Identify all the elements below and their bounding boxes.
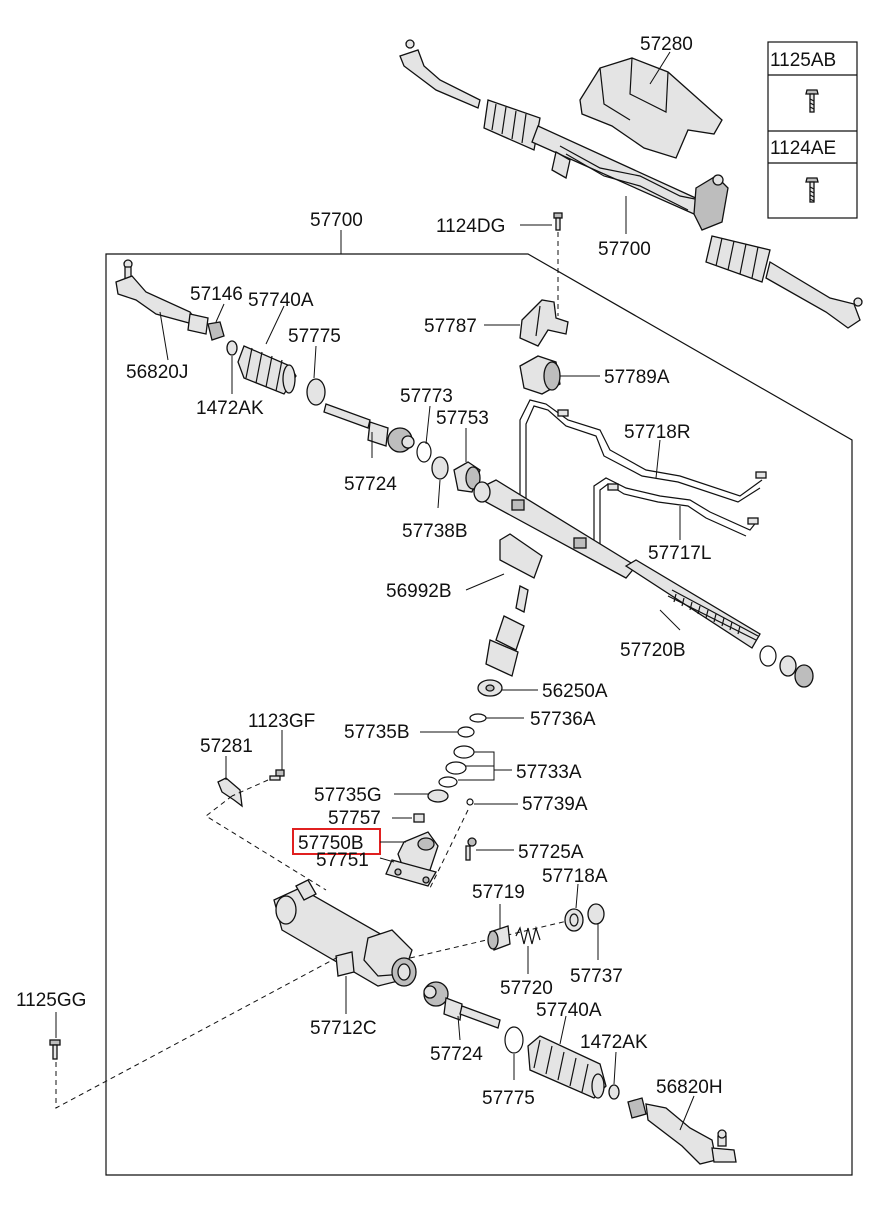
label-57735G: 57735G xyxy=(314,785,382,806)
label-57775-top: 57775 xyxy=(288,326,341,347)
bolt-57725A xyxy=(465,837,477,861)
seal-57737 xyxy=(587,903,605,925)
label-57712C: 57712C xyxy=(310,1018,377,1039)
heat-shield xyxy=(579,57,723,159)
hydraulic-lines xyxy=(519,399,767,550)
label-56250A: 56250A xyxy=(542,681,608,702)
label-1472AK-bottom: 1472AK xyxy=(580,1032,648,1053)
tie-rod-end-56820J xyxy=(115,259,209,335)
label-57717L: 57717L xyxy=(648,543,711,564)
ring-57775-top xyxy=(306,378,326,406)
label-57724-top: 57724 xyxy=(344,474,397,495)
label-57718A: 57718A xyxy=(542,866,608,887)
fastener-legend: 1125AB 1124AE xyxy=(767,41,858,219)
label-1123GF: 1123GF xyxy=(248,711,315,732)
label-57735B: 57735B xyxy=(344,722,410,743)
label-57787: 57787 xyxy=(424,316,477,337)
label-57733A: 57733A xyxy=(516,762,582,783)
label-57720: 57720 xyxy=(500,978,553,999)
o-rings-57733A xyxy=(438,745,475,788)
bracket-57787 xyxy=(519,299,569,347)
label-56820J: 56820J xyxy=(126,362,188,383)
bracket-57281 xyxy=(217,777,243,808)
label-1472AK-top: 1472AK xyxy=(196,398,264,419)
label-57740A-bottom: 57740A xyxy=(536,1000,602,1021)
bolt-1124DG xyxy=(553,212,563,316)
valve-57719 xyxy=(487,925,511,951)
clip-1472AK-bottom xyxy=(608,1084,620,1100)
inner-tie-rod-57724-bottom xyxy=(423,981,501,1029)
rack-end-rings xyxy=(759,645,814,688)
ring-57775-bottom xyxy=(504,1026,524,1054)
gear-housing-57712C xyxy=(273,879,417,987)
label-57700-overview: 57700 xyxy=(598,239,651,260)
ring-57773 xyxy=(416,441,432,463)
label-57750B: 57750B xyxy=(298,833,364,854)
label-57740A-top: 57740A xyxy=(248,290,314,311)
bush-57738B xyxy=(431,456,449,480)
label-57146: 57146 xyxy=(190,284,243,305)
ring-57718A xyxy=(564,908,584,932)
label-57281: 57281 xyxy=(200,736,253,757)
label-57757: 57757 xyxy=(328,808,381,829)
ring-57735G xyxy=(427,789,449,803)
label-57718R: 57718R xyxy=(624,422,691,443)
label-57789A: 57789A xyxy=(604,367,670,388)
spring-57720 xyxy=(515,925,541,945)
label-57775-bottom: 57775 xyxy=(482,1088,535,1109)
bolt-icon xyxy=(805,89,819,113)
label-1125GG: 1125GG xyxy=(16,990,86,1011)
label-57720B: 57720B xyxy=(620,640,686,661)
label-57280: 57280 xyxy=(640,34,693,55)
label-56992B: 56992B xyxy=(386,581,452,602)
ring-57736A xyxy=(469,713,487,723)
clip-1472AK-top xyxy=(226,340,238,356)
bolt-1125GG xyxy=(49,1039,61,1060)
label-57736A: 57736A xyxy=(530,709,596,730)
label-57773: 57773 xyxy=(400,386,453,407)
label-57738B: 57738B xyxy=(402,521,468,542)
label-57700-exploded: 57700 xyxy=(310,210,363,231)
label-1124DG: 1124DG xyxy=(436,216,505,237)
spring-57757 xyxy=(413,813,425,823)
bush-57789A xyxy=(519,355,561,395)
ball-57739A xyxy=(466,798,474,806)
label-57724-bottom: 57724 xyxy=(430,1044,483,1065)
tie-rod-end-56820H xyxy=(627,1097,737,1165)
bush-57753 xyxy=(453,461,481,493)
label-57719: 57719 xyxy=(472,882,525,903)
inner-tie-rod-57724-top xyxy=(323,403,415,453)
label-56820H: 56820H xyxy=(656,1077,723,1098)
shim-56992B xyxy=(499,533,543,579)
label-57753: 57753 xyxy=(436,408,489,429)
rack-assembly-overview xyxy=(399,39,863,329)
bolt-1123GF xyxy=(269,769,285,781)
rack-housing-57720B xyxy=(473,479,761,649)
boot-57740A-top xyxy=(237,345,297,395)
legend-code-1124AE: 1124AE xyxy=(770,138,836,159)
exploded-view-frame xyxy=(105,253,853,1176)
label-57737: 57737 xyxy=(570,966,623,987)
boot-57740A-bottom xyxy=(527,1035,607,1099)
label-57739A: 57739A xyxy=(522,794,588,815)
legend-code-1125AB: 1125AB xyxy=(770,50,836,71)
yoke-plug-57750B xyxy=(385,831,439,887)
pinion-shaft xyxy=(485,585,529,677)
ring-57735B xyxy=(457,726,475,738)
jam-nut-57146 xyxy=(207,321,225,341)
label-57725A: 57725A xyxy=(518,842,584,863)
label-57751: 57751 xyxy=(316,850,369,871)
bolt-icon xyxy=(805,177,819,203)
